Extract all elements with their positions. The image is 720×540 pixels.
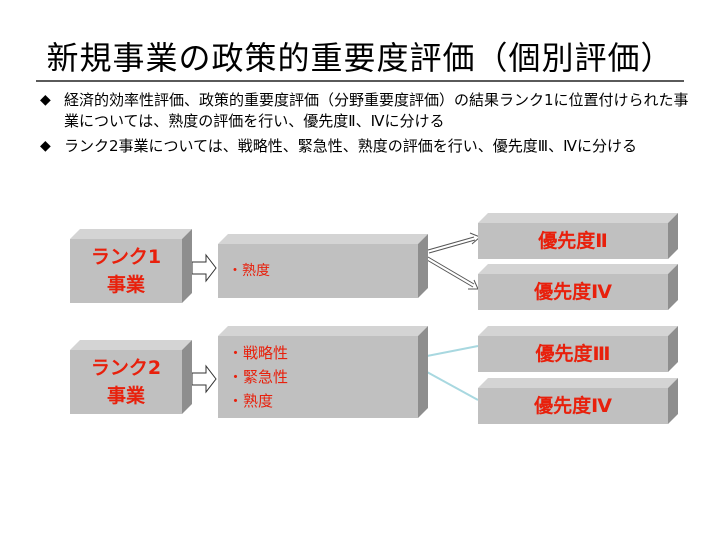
rank2-criteria-item-2: ・緊急性 bbox=[228, 368, 289, 386]
priority-4-label-rank2: 優先度Ⅳ bbox=[534, 395, 612, 417]
rank2-criteria-item-1: ・戦略性 bbox=[228, 344, 289, 362]
priority-2-box: 優先度Ⅱ bbox=[478, 213, 678, 259]
arrow-to-priority-2 bbox=[427, 232, 481, 254]
rank2-label-line2: 事業 bbox=[106, 385, 145, 407]
bullet-text-2: ランク2事業については、戦略性、緊急性、熟度の評価を行い、優先度Ⅲ、Ⅳに分ける bbox=[64, 137, 637, 155]
rank2-criteria-item-3: ・熟度 bbox=[228, 392, 274, 410]
diamond-bullet-icon: ◆ bbox=[40, 138, 51, 154]
rank2-label: ランク2 事業 bbox=[70, 350, 182, 414]
title-underline bbox=[36, 80, 684, 82]
priority-4-box-rank1: 優先度Ⅳ bbox=[478, 264, 678, 310]
rank2-criteria-list: ・戦略性 ・緊急性 ・熟度 bbox=[228, 336, 288, 418]
rank1-box: ランク1 事業 bbox=[70, 229, 192, 303]
rank1-label-line2: 事業 bbox=[106, 274, 145, 296]
arrow-to-priority-4a bbox=[426, 256, 479, 290]
rank1-label-line1: ランク1 bbox=[90, 246, 162, 268]
diamond-bullet-icon: ◆ bbox=[40, 92, 51, 108]
bullet-item-2: ◆ ランク2事業については、戦略性、緊急性、熟度の評価を行い、優先度Ⅲ、Ⅳに分け… bbox=[40, 136, 690, 157]
rank2-label-line1: ランク2 bbox=[90, 357, 162, 379]
rank1-criteria-list: ・熟度 bbox=[228, 244, 270, 298]
block-arrow-rank2 bbox=[191, 364, 217, 394]
bullet-item-1: ◆ 経済的効率性評価、政策的重要度評価（分野重要度評価）の結果ランク1に位置付け… bbox=[40, 90, 690, 132]
rank2-criteria-box: ・戦略性 ・緊急性 ・熟度 bbox=[218, 326, 428, 418]
priority-2-label: 優先度Ⅱ bbox=[538, 230, 608, 252]
connector-to-priority-3 bbox=[426, 345, 479, 357]
page-title: 新規事業の政策的重要度評価（個別評価） bbox=[46, 39, 674, 77]
priority-3-box: 優先度Ⅲ bbox=[478, 326, 678, 372]
rank1-criteria-item: ・熟度 bbox=[228, 263, 270, 279]
priority-4-box-rank2: 優先度Ⅳ bbox=[478, 378, 678, 424]
block-arrow-rank1 bbox=[191, 253, 217, 283]
bullet-list: ◆ 経済的効率性評価、政策的重要度評価（分野重要度評価）の結果ランク1に位置付け… bbox=[40, 90, 690, 161]
priority-3-label: 優先度Ⅲ bbox=[535, 343, 611, 365]
connector-to-priority-4b bbox=[426, 371, 479, 401]
rank1-label: ランク1 事業 bbox=[70, 239, 182, 303]
bullet-text-1: 経済的効率性評価、政策的重要度評価（分野重要度評価）の結果ランク1に位置付けられ… bbox=[64, 91, 689, 130]
priority-4-label-rank1: 優先度Ⅳ bbox=[534, 281, 612, 303]
rank1-criteria-box: ・熟度 bbox=[218, 234, 428, 298]
rank2-box: ランク2 事業 bbox=[70, 340, 192, 414]
